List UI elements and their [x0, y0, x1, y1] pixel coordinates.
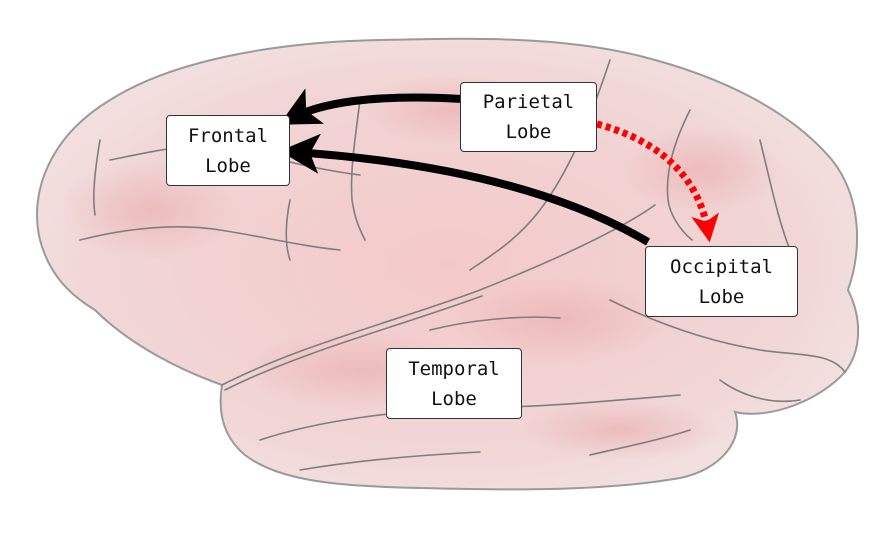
temporal-lobe-line2: Lobe	[431, 387, 477, 410]
arrow-parietal-to-frontal	[279, 88, 463, 125]
arrow-parietal-to-occipital	[596, 120, 720, 243]
parietal-lobe-line2: Lobe	[505, 121, 552, 143]
occipital-lobe-line2: Lobe	[698, 285, 745, 308]
occipital-lobe-line1: Occipital	[670, 255, 773, 278]
connection-arrows	[279, 88, 720, 246]
frontal-lobe-line1: Frontal	[187, 124, 269, 147]
temporal-lobe-label: Temporal Lobe	[386, 348, 522, 419]
temporal-lobe-line1: Temporal	[408, 357, 500, 380]
parietal-lobe-line1: Parietal	[482, 91, 575, 113]
occipital-lobe-label: Occipital Lobe	[645, 246, 798, 317]
arrow-occipital-to-frontal	[279, 133, 651, 246]
frontal-lobe-line2: Lobe	[205, 154, 251, 177]
frontal-lobe-label: Frontal Lobe	[166, 115, 290, 186]
brain-sulci	[79, 59, 846, 471]
parietal-lobe-label: Parietal Lobe	[460, 82, 597, 152]
